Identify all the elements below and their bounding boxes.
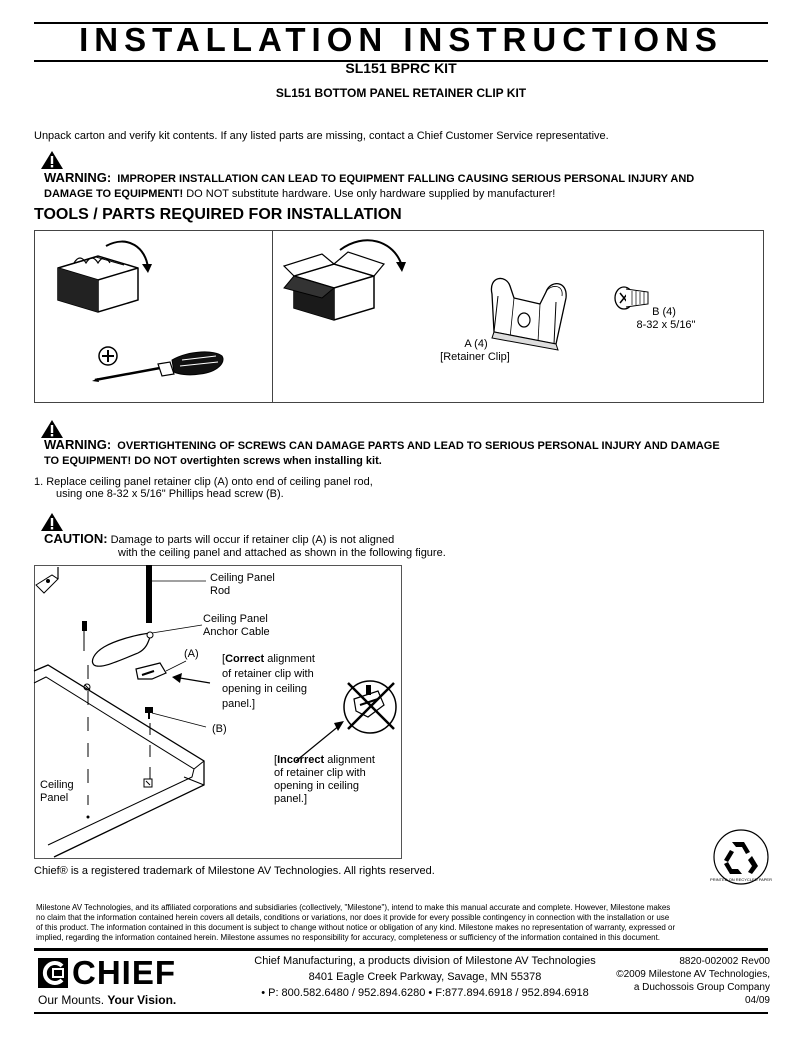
label-ceiling-panel-rod-1: Ceiling Panel: [210, 572, 275, 584]
label-incorrect-2: of retainer clip with: [274, 767, 366, 779]
kit-number: SL151 BPRC KIT: [345, 60, 457, 76]
chief-logo-icon: [38, 958, 68, 988]
chief-logo-text: CHIEF: [72, 954, 176, 991]
warning-2-line-2: TO EQUIPMENT! DO NOT overtighten screws …: [44, 455, 382, 467]
label-incorrect-bold: Incorrect: [277, 754, 325, 766]
caution-triangle-icon: [41, 513, 63, 531]
tagline: Our Mounts. Your Vision.: [38, 993, 176, 1007]
label-correct-1: alignment: [264, 653, 315, 665]
installation-figure: [34, 565, 402, 859]
footer-copyright: ©2009 Milestone AV Technologies,: [616, 969, 770, 980]
step-1-line-2: using one 8-32 x 5/16" Phillips head scr…: [56, 488, 284, 500]
caution-line-1: Damage to parts will occur if retainer c…: [107, 534, 395, 546]
top-rule: [34, 22, 768, 24]
label-incorrect-4: panel.]: [274, 793, 308, 805]
disclaimer-line-3: of this product. The information contain…: [36, 923, 676, 932]
footer-company: Chief Manufacturing, a products division…: [254, 955, 596, 967]
retainer-clip-icon: [490, 277, 567, 351]
caution-label: CAUTION:: [44, 531, 108, 546]
label-correct-bold: Correct: [225, 653, 265, 665]
title-underline: [34, 60, 768, 62]
recycle-icon: PRINTED ON RECYCLED PAPER: [710, 829, 772, 885]
label-part-a: (A): [184, 648, 199, 660]
label-ceiling-panel-rod-2: Rod: [210, 585, 231, 597]
warning-triangle-icon: [41, 151, 63, 169]
bottom-rule: [34, 1012, 768, 1014]
label-correct-4: panel.]: [222, 698, 256, 710]
trademark-notice: Chief® is a registered trademark of Mile…: [34, 865, 435, 877]
label-correct-alignment: [Correct alignment of retainer clip with…: [222, 653, 315, 710]
disclaimer-line-2: no claim that the information contained …: [36, 913, 670, 922]
part-a-name: [Retainer Clip]: [440, 351, 510, 363]
disclaimer: Milestone AV Technologies, and its affil…: [36, 903, 772, 943]
warning-2-line-1: OVERTIGHTENING OF SCREWS CAN DAMAGE PART…: [117, 440, 720, 452]
footer-doc-info: 8820-002002 Rev00 ©2009 Milestone AV Tec…: [600, 955, 770, 1007]
warning-1-caps-2: DAMAGE TO EQUIPMENT!: [44, 188, 184, 200]
tools-box-divider: [272, 230, 273, 402]
phillips-head-icon: [98, 346, 118, 366]
caution-line-2: with the ceiling panel and attached as s…: [118, 547, 446, 559]
footer-date: 04/09: [744, 995, 770, 1006]
part-b-qty: B (4): [652, 306, 676, 318]
installation-diagram: [33, 565, 397, 858]
footer-contact: Chief Manufacturing, a products division…: [204, 953, 646, 1001]
label-incorrect-3: opening in ceiling: [274, 780, 360, 792]
label-incorrect-alignment: [Incorrect alignment of retainer clip wi…: [274, 754, 375, 805]
warning-1-rest: DO NOT substitute hardware. Use only har…: [183, 188, 556, 200]
disclaimer-line-4: implied, regarding the information conta…: [36, 933, 661, 942]
label-correct-2: of retainer clip with: [222, 668, 314, 680]
warning-2: WARNING: OVERTIGHTENING OF SCREWS CAN DA…: [44, 437, 774, 469]
warning-1: WARNING: IMPROPER INSTALLATION CAN LEAD …: [44, 170, 764, 202]
warning-2-label: WARNING:: [44, 437, 112, 452]
carton-box-icon: [282, 239, 406, 321]
footer-group: a Duchossois Group Company: [633, 982, 770, 993]
caution: CAUTION: Damage to parts will occur if r…: [44, 532, 394, 547]
footer-doc-number: 8820-002002 Rev00: [679, 956, 770, 967]
recycle-text: PRINTED ON RECYCLED PAPER: [710, 877, 772, 882]
label-anchor-cable-2: Anchor Cable: [203, 626, 270, 638]
tools-parts-box: [34, 230, 764, 403]
footer-rule: [34, 948, 768, 951]
part-a-qty: A (4): [464, 338, 488, 350]
page-title: INSTALLATION INSTRUCTIONS: [79, 21, 723, 58]
kit-name: SL151 BOTTOM PANEL RETAINER CLIP KIT: [275, 86, 527, 100]
label-part-b: (B): [212, 723, 227, 735]
part-b-size: 8-32 x 5/16": [636, 319, 696, 331]
screwdriver-icon: [92, 351, 224, 382]
screw-icon: [614, 286, 649, 310]
warning-triangle-icon: [41, 420, 63, 438]
label-incorrect-1: alignment: [324, 754, 375, 766]
label-ceiling-panel-2: Panel: [40, 792, 69, 804]
tagline-2: Your Vision.: [107, 993, 177, 1007]
step-1-line-1: 1. Replace ceiling panel retainer clip (…: [34, 476, 373, 488]
warning-1-caps: IMPROPER INSTALLATION CAN LEAD TO EQUIPM…: [117, 173, 695, 185]
label-ceiling-panel-1: Ceiling: [40, 779, 74, 791]
label-correct-3: opening in ceiling: [222, 683, 308, 695]
footer-phone: • P: 800.582.6480 / 952.894.6280 • F:877…: [261, 987, 589, 999]
intro-text: Unpack carton and verify kit contents. I…: [34, 130, 609, 142]
disclaimer-line-1: Milestone AV Technologies, and its affil…: [36, 903, 671, 912]
toolbox-icon: [57, 240, 152, 313]
tools-heading: TOOLS / PARTS REQUIRED FOR INSTALLATION: [34, 206, 402, 223]
footer-address: 8401 Eagle Creek Parkway, Savage, MN 553…: [308, 971, 542, 983]
warning-1-label: WARNING:: [44, 170, 112, 185]
label-anchor-cable-1: Ceiling Panel: [203, 613, 268, 625]
tagline-1: Our Mounts.: [38, 993, 108, 1007]
